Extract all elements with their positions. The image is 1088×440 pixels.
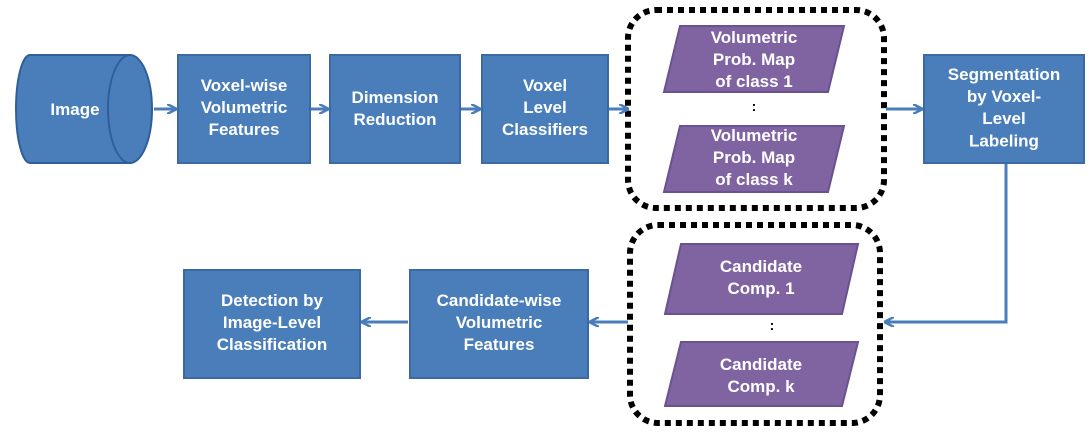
label-line: : (752, 98, 757, 114)
label-line: Volumetric (201, 98, 288, 117)
label-line: Candidate (720, 257, 802, 276)
label-line: Classifiers (502, 120, 588, 139)
label-line: Prob. Map (713, 50, 795, 69)
candidate-group (627, 222, 883, 426)
label-line: Image (50, 100, 99, 119)
label-line: of class 1 (715, 72, 793, 91)
candidate-ellipsis: : (770, 317, 775, 333)
label-line: Prob. Map (713, 148, 795, 167)
label-line: by Voxel- (967, 87, 1041, 106)
label-line: Features (209, 120, 280, 139)
label-line: : (770, 317, 775, 333)
label-line: Volumetric (711, 28, 798, 47)
label-line: Segmentation (948, 65, 1060, 84)
label-line: Candidate-wise (437, 291, 562, 310)
label-line: Classification (217, 335, 328, 354)
label-line: Features (464, 335, 535, 354)
arrow-segmentation-to-candidates (886, 164, 1008, 322)
label-line: Comp. k (727, 377, 795, 396)
label-line: Volumetric (711, 126, 798, 145)
prob-ellipsis: : (752, 98, 757, 114)
probability-map-group (625, 7, 887, 211)
label-line: Reduction (353, 110, 436, 129)
image-node: Image (15, 54, 153, 164)
label-line: of class k (715, 170, 793, 189)
label-line: Image-Level (223, 313, 321, 332)
label-line: Level (523, 98, 566, 117)
label-line: Level (982, 109, 1025, 128)
label-line: Voxel-wise (201, 76, 288, 95)
image-label: Image (50, 100, 99, 119)
label-line: Dimension (352, 88, 439, 107)
label-line: Voxel (523, 76, 567, 95)
label-line: Labeling (969, 131, 1039, 150)
label-line: Comp. 1 (727, 279, 794, 298)
label-line: Detection by (221, 291, 324, 310)
label-line: Candidate (720, 355, 802, 374)
label-line: Volumetric (456, 313, 543, 332)
